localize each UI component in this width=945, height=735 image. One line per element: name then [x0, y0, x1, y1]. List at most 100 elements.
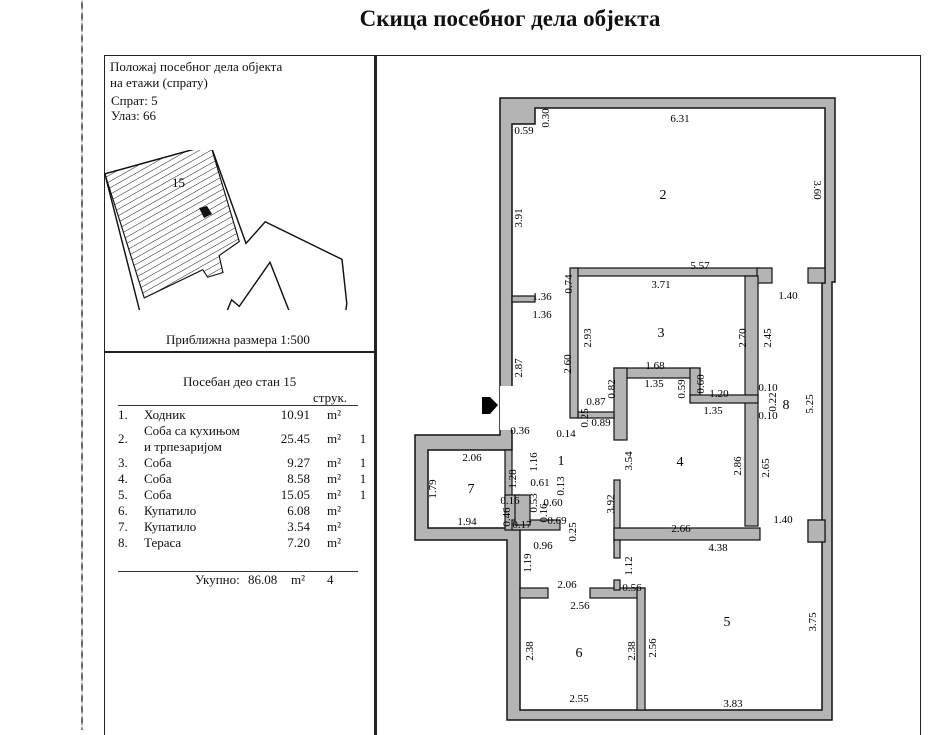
dimension-label: 5.57 — [690, 260, 710, 272]
room-number-label: 7 — [468, 482, 475, 497]
dimension-label: 0.96 — [533, 540, 553, 552]
entrance-door-opening — [500, 386, 514, 430]
area-unit: m² — [326, 503, 341, 518]
dimension-label: 1.36 — [532, 291, 552, 303]
walls — [414, 97, 836, 721]
dimension-label: 2.87 — [513, 358, 525, 378]
room-area: 3.54 — [287, 519, 310, 534]
interior-wall — [577, 411, 615, 419]
interior-wall — [636, 587, 646, 711]
dimension-label: 0.14 — [556, 428, 576, 440]
dimension-label: 2.70 — [737, 328, 749, 348]
dimension-label: 0.53 — [528, 493, 540, 513]
dimension-label: 2.38 — [524, 641, 536, 661]
dimension-label: 2.60 — [562, 354, 574, 374]
entrance-label: Улаз: 66 — [111, 108, 156, 123]
interior-wall — [569, 267, 579, 419]
dimension-label: 0.60 — [695, 374, 707, 394]
margin-dotted-line — [81, 0, 83, 730]
room-number-label: 1 — [558, 454, 565, 469]
dimension-label: 5.25 — [804, 394, 816, 414]
dimension-label: 2.56 — [570, 600, 590, 612]
dimension-label: 0.46 — [501, 507, 513, 527]
dimension-label: 1.12 — [623, 556, 635, 575]
dimension-label: 1.36 — [532, 309, 552, 321]
total-area: 86.08 — [248, 572, 278, 587]
dimension-label: 0.87 — [586, 396, 606, 408]
struct-count: 1 — [359, 455, 367, 470]
room-name: Соба — [144, 471, 172, 486]
interior-wall — [689, 394, 759, 404]
room-area: 8.58 — [287, 471, 310, 486]
interior-wall — [613, 527, 761, 541]
area-unit: m² — [326, 471, 341, 486]
area-unit: m² — [326, 431, 341, 446]
dimension-label: 0.74 — [563, 274, 575, 294]
room-area: 7.20 — [287, 535, 310, 550]
room-number-label: 6 — [576, 646, 583, 661]
dimension-label: 0.60 — [543, 497, 563, 509]
dimension-label: 0.25 — [567, 522, 579, 542]
interior-wall — [613, 539, 621, 559]
interior-wall — [511, 295, 536, 303]
dimension-label: 1.35 — [703, 405, 723, 417]
dimension-label: 2.55 — [569, 693, 589, 705]
struct-count: 1 — [359, 471, 367, 486]
dimension-label: 0.17 — [512, 519, 532, 531]
total-label: Укупно: — [195, 572, 240, 587]
interior-wall — [756, 267, 773, 284]
dimension-label: 3.91 — [513, 208, 525, 227]
room-number-label: 4 — [677, 455, 684, 470]
entrance-arrow-icon — [482, 397, 498, 414]
location-heading-line1: Положај посебног дела објекта — [110, 59, 283, 74]
room-number-label: 3 — [658, 326, 665, 341]
location-panel — [104, 55, 375, 735]
dimension-label: 0.30 — [540, 108, 552, 128]
dimension-label: 1.40 — [773, 514, 793, 526]
dimension-label: 0.56 — [622, 582, 642, 594]
total-struct: 4 — [327, 572, 334, 587]
location-heading-line2: на етажи (спрату) — [110, 75, 208, 90]
row-number: 7. — [118, 519, 128, 534]
interior-wall — [613, 367, 628, 441]
dimension-label: 1.94 — [457, 516, 477, 528]
dimension-label: 0.59 — [514, 125, 534, 137]
room-area: 6.08 — [287, 503, 310, 518]
dimension-label: 2.45 — [762, 328, 774, 348]
dimension-label: 1.19 — [522, 553, 534, 573]
dimension-label: 0.22 — [767, 392, 779, 411]
room-number-label: 2 — [660, 188, 667, 203]
room-number-label: 8 — [783, 398, 790, 413]
dimension-label: 0.36 — [510, 425, 530, 437]
dimension-label: 3.75 — [807, 612, 819, 632]
room-name: Купатило — [144, 503, 197, 518]
dimension-label: 0.10 — [758, 382, 778, 394]
room-area: 10.91 — [280, 407, 310, 422]
dimension-label: 3.92 — [605, 494, 617, 513]
dimension-label: 6.31 — [670, 113, 689, 125]
dimension-label: 1.20 — [709, 388, 729, 400]
room-name: Соба — [144, 487, 172, 502]
dimension-label: 3.71 — [651, 279, 670, 291]
dimension-label: 1.16 — [528, 452, 540, 472]
dimension-label: 3.54 — [623, 451, 635, 471]
room-name: Соба — [144, 455, 172, 470]
room-area: 9.27 — [287, 455, 310, 470]
area-unit: m² — [326, 535, 341, 550]
room-name: Ходник — [144, 407, 186, 422]
dimension-label: 1.28 — [507, 469, 519, 489]
dimension-label: 2.06 — [557, 579, 577, 591]
entrance-arrow-icon — [199, 206, 212, 218]
dimension-label: 1.68 — [645, 360, 665, 372]
dimension-label: 2.65 — [760, 458, 772, 478]
row-number: 6. — [118, 503, 128, 518]
dimension-label: 3.83 — [723, 698, 743, 710]
floor-label: Спрат: 5 — [111, 93, 158, 108]
dimension-label: 0.25 — [579, 408, 591, 428]
